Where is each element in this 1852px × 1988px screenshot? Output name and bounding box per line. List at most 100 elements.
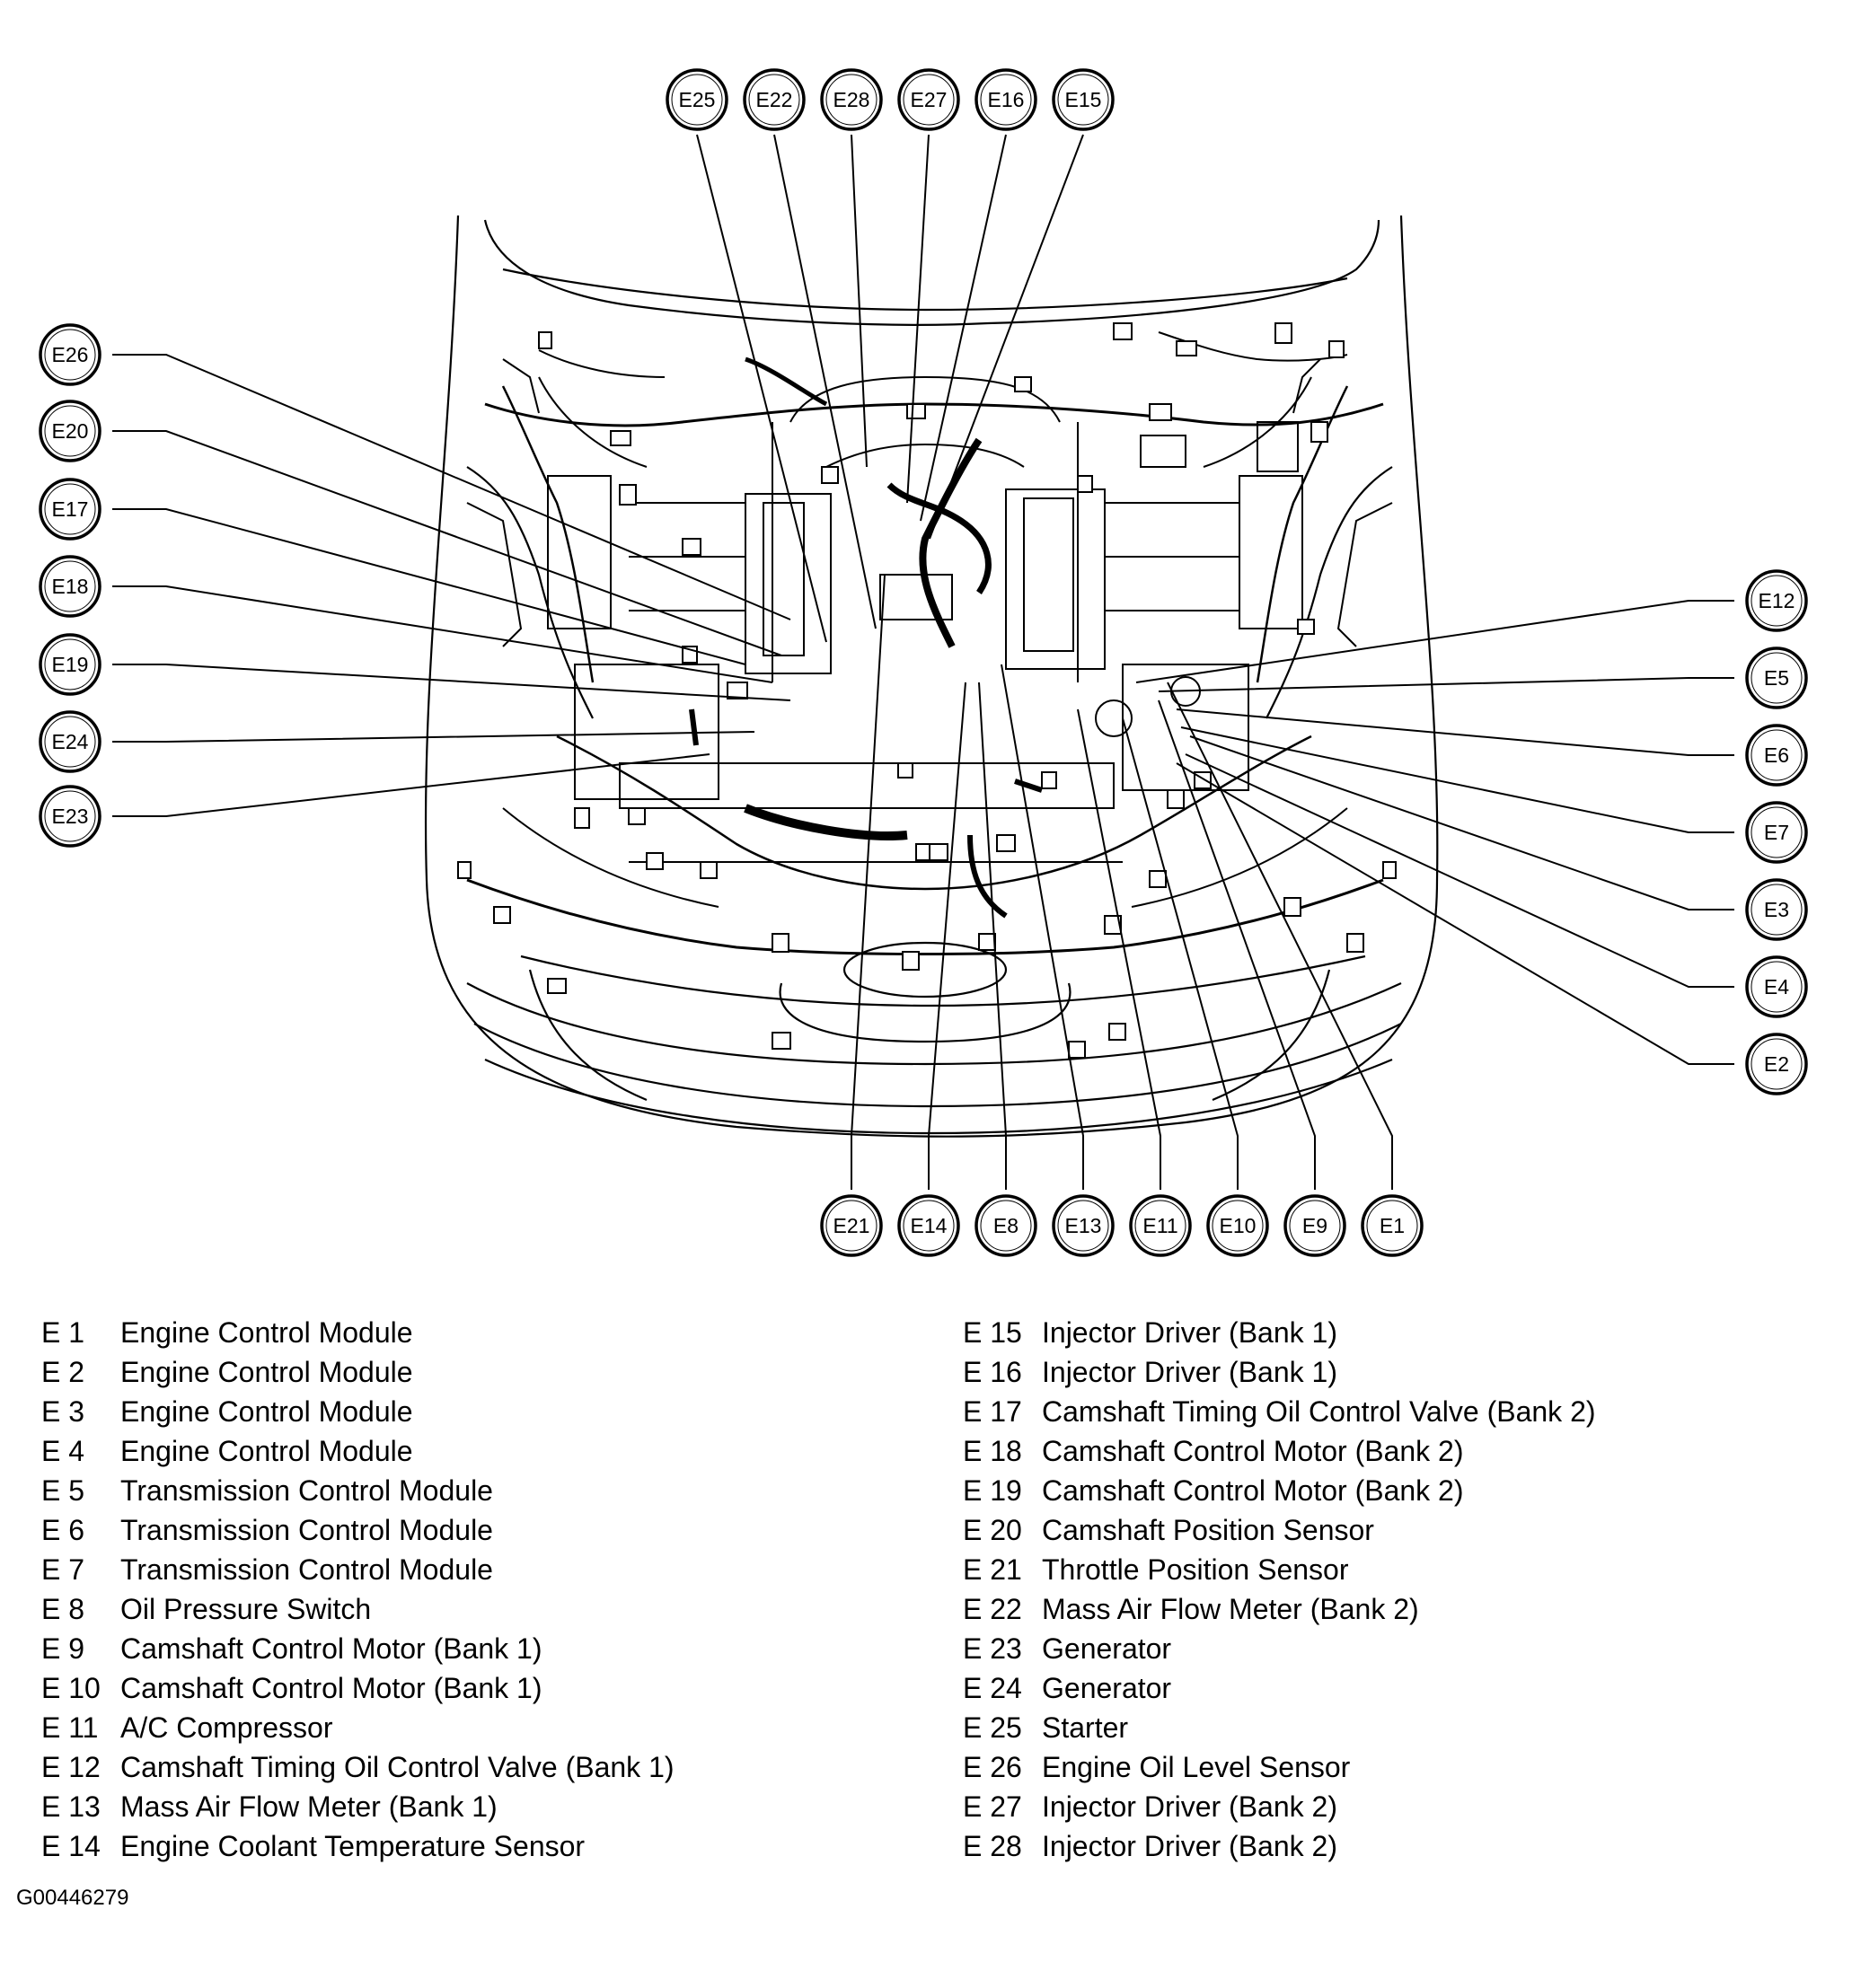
callout-e7: E7 [1745,801,1808,864]
callout-e15: E15 [1052,68,1115,131]
callout-label: E3 [1764,898,1789,921]
callout-inner-ring [1057,74,1109,126]
callout-e24: E24 [39,710,101,773]
callout-e12: E12 [1745,569,1808,632]
callout-label: E28 [833,88,870,111]
callout-e21: E21 [820,1194,883,1257]
callout-label: E6 [1764,743,1789,767]
callout-e17: E17 [39,478,101,541]
callout-e4: E4 [1745,955,1808,1018]
callout-circle [1745,878,1808,941]
callout-label: E18 [52,575,89,598]
callout-circle [666,68,728,131]
callout-label: E23 [52,805,89,828]
callout-label: E12 [1759,589,1795,612]
legend-code: E 17 [963,1395,1022,1428]
callout-label: E17 [52,497,89,521]
callout-e2: E2 [1745,1033,1808,1095]
legend-description: Mass Air Flow Meter (Bank 1) [120,1790,498,1823]
callout-circle [1745,569,1808,632]
callout-inner-ring [903,1200,955,1252]
callout-inner-ring [1212,1200,1264,1252]
callout-e9: E9 [1283,1194,1346,1257]
callout-inner-ring [1751,961,1803,1013]
callout-label: E16 [988,88,1025,111]
legend-description: Injector Driver (Bank 2) [1042,1790,1337,1823]
legend-code: E 23 [963,1632,1022,1665]
leader-line-e20 [112,430,782,656]
callout-circle [820,1194,883,1257]
legend-description: Oil Pressure Switch [120,1593,372,1625]
legend-code: E 18 [963,1435,1022,1467]
callout-label: E27 [911,88,948,111]
legend-description: Injector Driver (Bank 1) [1042,1316,1337,1349]
callout-inner-ring [44,560,96,612]
legend-description: Transmission Control Module [120,1553,493,1586]
callout-e20: E20 [39,400,101,462]
callout-circle [1052,68,1115,131]
callout-circle [897,1194,960,1257]
legend-description: Engine Coolant Temperature Sensor [120,1830,586,1862]
callout-circle [39,478,101,541]
legend-description: Camshaft Timing Oil Control Valve (Bank … [1042,1395,1596,1428]
callout-inner-ring [1057,1200,1109,1252]
callout-e8: E8 [975,1194,1037,1257]
legend-description: Engine Control Module [120,1356,413,1388]
leader-line-e7 [1180,726,1734,833]
callout-label: E15 [1065,88,1102,111]
callout-e19: E19 [39,633,101,696]
legend-code: E 22 [963,1593,1022,1625]
legend-code: E 20 [963,1514,1022,1546]
leader-line-e28 [851,134,868,468]
callout-circle [39,710,101,773]
legend-description: Generator [1042,1672,1172,1704]
callout-circle [39,633,101,696]
callout-label: E4 [1764,975,1789,998]
callout-circle [1206,1194,1269,1257]
legend-code: E 21 [963,1553,1022,1586]
callout-label: E24 [52,730,89,753]
legend-code: E 3 [41,1395,85,1428]
legend-code: E 12 [41,1751,101,1783]
legend-code: E 13 [41,1790,101,1823]
callout-inner-ring [1751,1038,1803,1090]
legend-code: E 10 [41,1672,101,1704]
callout-inner-ring [1751,884,1803,936]
callout-inner-ring [44,483,96,535]
legend-code: E 19 [963,1474,1022,1507]
callout-e16: E16 [975,68,1037,131]
legend-code: E 26 [963,1751,1022,1783]
callout-label: E21 [833,1214,870,1237]
callout-inner-ring [1134,1200,1186,1252]
callout-circle [39,323,101,386]
legend-description: Camshaft Control Motor (Bank 1) [120,1672,542,1704]
callout-label: E8 [993,1214,1019,1237]
callout-inner-ring [1751,575,1803,627]
callout-label: E2 [1764,1052,1789,1076]
leader-line-e25 [696,134,827,643]
legend-description: Injector Driver (Bank 2) [1042,1830,1337,1862]
callout-label: E20 [52,419,89,443]
figure-id: G00446279 [16,1886,129,1910]
callout-circle [1283,1194,1346,1257]
callout-circle [1745,955,1808,1018]
connectors [457,322,1397,1059]
callout-e14: E14 [897,1194,960,1257]
callout-circle [1052,1194,1115,1257]
callout-label: E11 [1142,1214,1177,1237]
leader-line-e4 [1185,753,1734,988]
legend-item: E 17 Camshaft Timing Oil Control Valve (B… [963,1392,1596,1431]
leader-line-e19 [112,664,791,701]
callout-circle [1745,801,1808,864]
legend-item: E 10 Camshaft Control Motor (Bank 1) [41,1668,675,1708]
leader-line-e22 [773,134,877,629]
legend-item: E 13 Mass Air Flow Meter (Bank 1) [41,1787,675,1826]
callout-label: E10 [1220,1214,1257,1237]
leader-line-e8 [978,682,1007,1190]
